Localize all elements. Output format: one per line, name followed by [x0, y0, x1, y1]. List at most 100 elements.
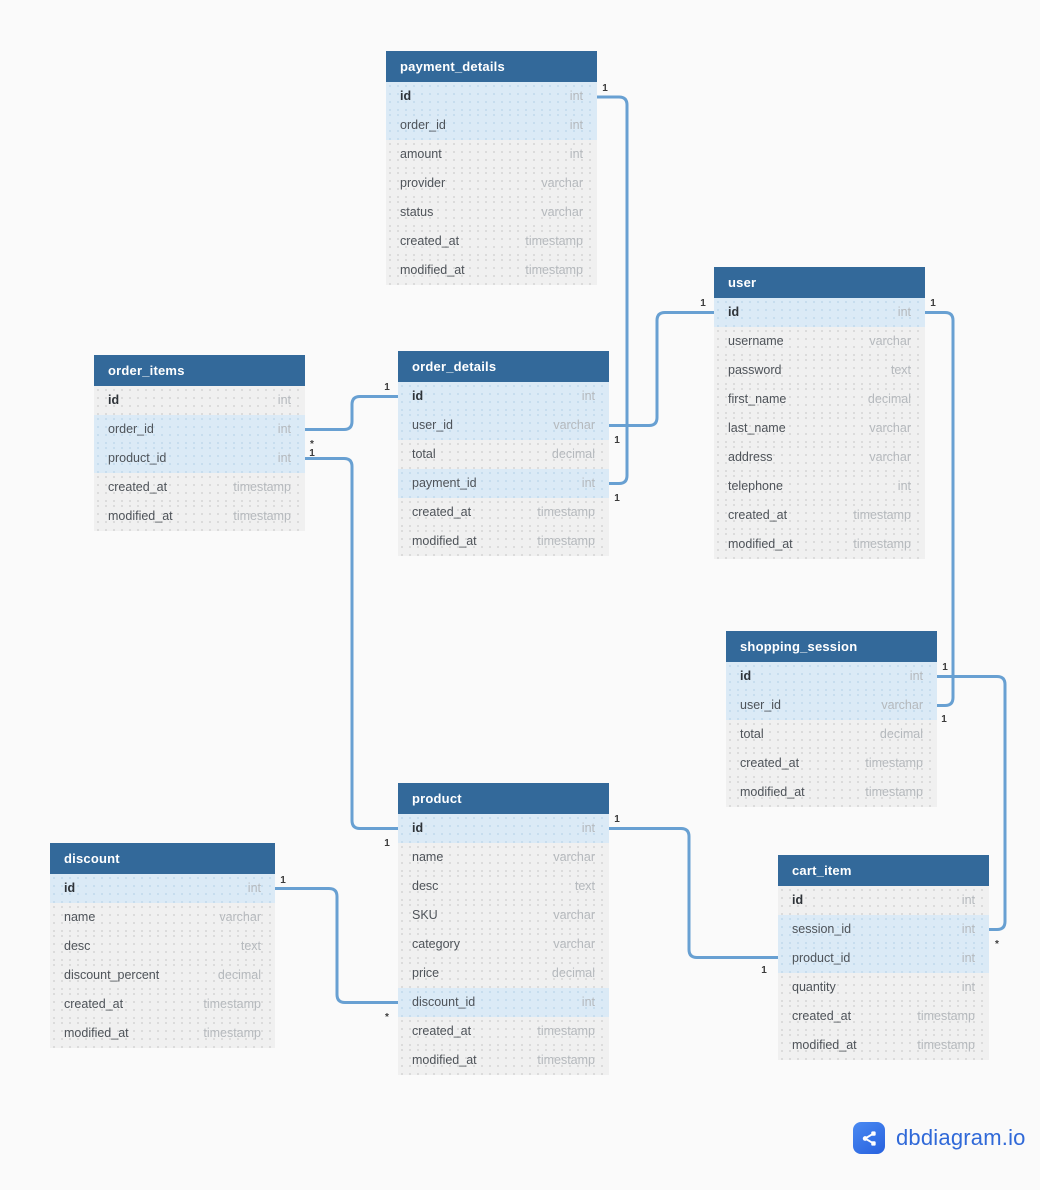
table-header-cart_item[interactable]: cart_item: [778, 855, 989, 886]
field-type: timestamp: [865, 756, 923, 770]
field-name: session_id: [792, 922, 852, 936]
field-name: modified_at: [108, 509, 173, 523]
field-type: timestamp: [537, 505, 595, 519]
table-header-order_items[interactable]: order_items: [94, 355, 305, 386]
field-row-order_items-product_id[interactable]: product_id int: [94, 444, 305, 473]
field-type: int: [581, 995, 595, 1009]
cardinality-label: 1: [700, 298, 706, 309]
field-type: decimal: [551, 966, 595, 980]
table-header-discount[interactable]: discount: [50, 843, 275, 874]
dbdiagram-logo[interactable]: dbdiagram.io: [853, 1122, 1026, 1154]
field-type: decimal: [879, 727, 923, 741]
field-name: modified_at: [400, 263, 465, 277]
table-header-user[interactable]: user: [714, 267, 925, 298]
field-type: int: [247, 881, 261, 895]
field-name: id: [412, 389, 424, 403]
field-row-shopping_session-total[interactable]: total decimal: [726, 720, 937, 749]
field-name: product_id: [792, 951, 851, 965]
table-header-product[interactable]: product: [398, 783, 609, 814]
field-name: modified_at: [412, 534, 477, 548]
field-type: varchar: [881, 698, 923, 712]
field-type: varchar: [553, 418, 595, 432]
field-name: order_id: [108, 422, 154, 436]
field-name: id: [728, 305, 740, 319]
field-type: varchar: [553, 908, 595, 922]
field-type: int: [277, 451, 291, 465]
table-header-order_details[interactable]: order_details: [398, 351, 609, 382]
field-row-payment_details-modified_at[interactable]: modified_at timestamp: [386, 256, 597, 285]
cardinality-label: *: [310, 439, 314, 450]
field-name: product_id: [108, 451, 167, 465]
field-name: total: [740, 727, 764, 741]
field-name: order_id: [400, 118, 446, 132]
field-name: id: [792, 893, 804, 907]
table-header-shopping_session[interactable]: shopping_session: [726, 631, 937, 662]
field-type: timestamp: [537, 1053, 595, 1067]
table-header-payment_details[interactable]: payment_details: [386, 51, 597, 82]
cardinality-label: 1: [384, 382, 390, 393]
field-type: varchar: [869, 334, 911, 348]
field-name: created_at: [792, 1009, 852, 1023]
field-type: timestamp: [525, 263, 583, 277]
field-name: id: [412, 821, 424, 835]
cardinality-label: 1: [614, 435, 620, 446]
field-name: created_at: [400, 234, 460, 248]
field-type: text: [240, 939, 261, 953]
field-name: quantity: [792, 980, 836, 994]
